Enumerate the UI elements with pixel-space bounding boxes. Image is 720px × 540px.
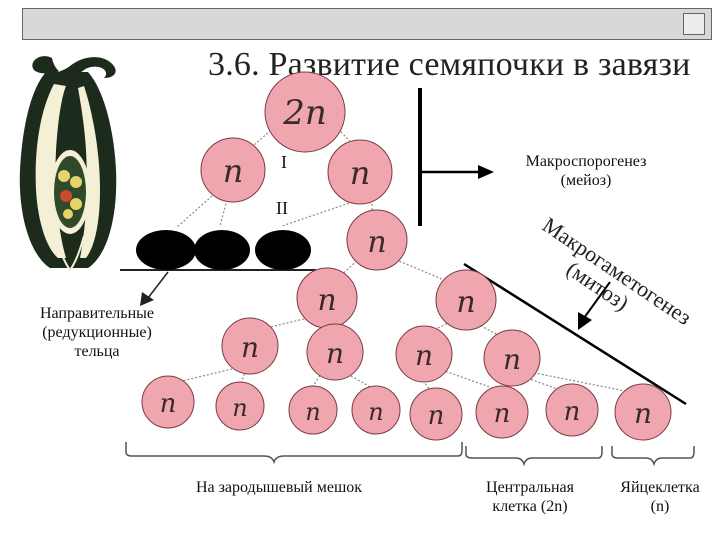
brace-central-cell <box>465 446 603 467</box>
line-l4d-to-l5h <box>529 371 631 393</box>
line-n2-to-polar3 <box>281 197 365 227</box>
line-l4a-to-l5a <box>177 367 237 383</box>
cell-label-2n: 2n <box>282 93 327 133</box>
line-l3a-to-l4a <box>257 317 309 331</box>
embryo-sac-label: На зародышевый мешок <box>195 479 363 496</box>
egg-cell-label: Яйцеклетка (n) <box>602 478 718 516</box>
polar-body-3 <box>255 230 311 270</box>
polar-bodies-label-line1: Направительные <box>39 305 154 322</box>
cell-mitosis2-d <box>483 329 541 387</box>
cell-label: n <box>415 339 433 372</box>
cell-final-3 <box>288 385 338 435</box>
line-l4a-to-l5b <box>239 369 247 387</box>
cell-label: n <box>232 394 247 422</box>
macrosporogenesis-marker <box>418 88 494 226</box>
cell-label: n <box>428 401 445 431</box>
cell-final-7 <box>545 383 599 437</box>
cell-label: n <box>367 225 386 260</box>
central-cell-label-line1: Центральная <box>486 479 574 496</box>
meiosis-stage-1-label: I <box>281 152 287 172</box>
polar-bodies-label: Направительные (редукционные) тельца <box>22 304 172 361</box>
macrogametogenesis-marker <box>463 262 687 406</box>
cell-2n <box>264 71 346 153</box>
cell-label: n <box>503 343 521 376</box>
cell-label: n <box>160 389 177 419</box>
cell-label: n <box>241 331 259 364</box>
polar-bodies <box>136 230 311 270</box>
egg-cell-label-line1: Яйцеклетка <box>620 479 700 496</box>
line-l4b-to-l5c <box>311 371 323 389</box>
central-cell-label-line2: клетка (2n) <box>492 498 568 515</box>
cell-label: n <box>326 337 344 370</box>
bottom-braces <box>125 442 695 467</box>
cell-final-1 <box>141 375 195 429</box>
macrosporogenesis-label-line1: Макроспорогенез <box>525 153 647 170</box>
cell-megaspore <box>346 209 408 271</box>
cell-mitosis2-c <box>395 325 453 383</box>
cell-meiosis1-b <box>327 139 393 205</box>
cell-label: n <box>564 397 581 427</box>
polar-bodies-label-line2: (редукционные) <box>42 324 152 341</box>
line-l4c-to-l5f <box>441 369 499 391</box>
cell-label: n <box>494 399 511 429</box>
cell-final-8 <box>614 383 672 441</box>
polar-bodies-label-line3: тельца <box>74 343 120 360</box>
cell-label: n <box>350 154 371 192</box>
cell-label: n <box>456 285 475 320</box>
egg-cell-label-line2: (n) <box>650 498 670 515</box>
line-megaspore-to-l3b <box>391 257 445 281</box>
macrosporogenesis-label-line2: (мейоз) <box>560 172 612 189</box>
cell-mitosis2-a <box>221 317 279 375</box>
cell-final-4 <box>351 385 401 435</box>
cell-label: n <box>223 152 244 190</box>
cell-labels: 2n n n n n n n n n n n n n n n n n n <box>160 93 652 431</box>
cell-final-2 <box>215 381 265 431</box>
cell-label: n <box>305 398 320 426</box>
cell-mitosis1-b <box>435 269 497 331</box>
cell-meiosis1-a <box>200 137 266 203</box>
macrosporogenesis-label: Макроспорогенез (мейоз) <box>496 152 676 190</box>
title-bar <box>22 8 712 40</box>
polar-bodies-marker <box>120 269 316 306</box>
central-cell-label: Центральная клетка (2n) <box>460 478 600 516</box>
brace-egg-cell <box>611 446 695 467</box>
cell-mitosis2-b <box>306 323 364 381</box>
line-2n-to-n2 <box>329 119 359 151</box>
brace-embryo-sac <box>125 442 463 465</box>
cells <box>141 71 672 441</box>
cell-final-5 <box>409 387 463 441</box>
ovule-illustration <box>19 56 117 272</box>
line-n1-to-polar1 <box>175 195 213 229</box>
meiosis-stage-2-label: II <box>276 198 288 218</box>
cell-label: n <box>368 398 383 426</box>
polar-body-1 <box>136 230 196 270</box>
cell-final-6 <box>475 385 529 439</box>
cell-label: n <box>634 397 652 430</box>
title-bar-square <box>683 13 705 35</box>
polar-body-2 <box>194 230 250 270</box>
cell-label: n <box>317 283 336 318</box>
